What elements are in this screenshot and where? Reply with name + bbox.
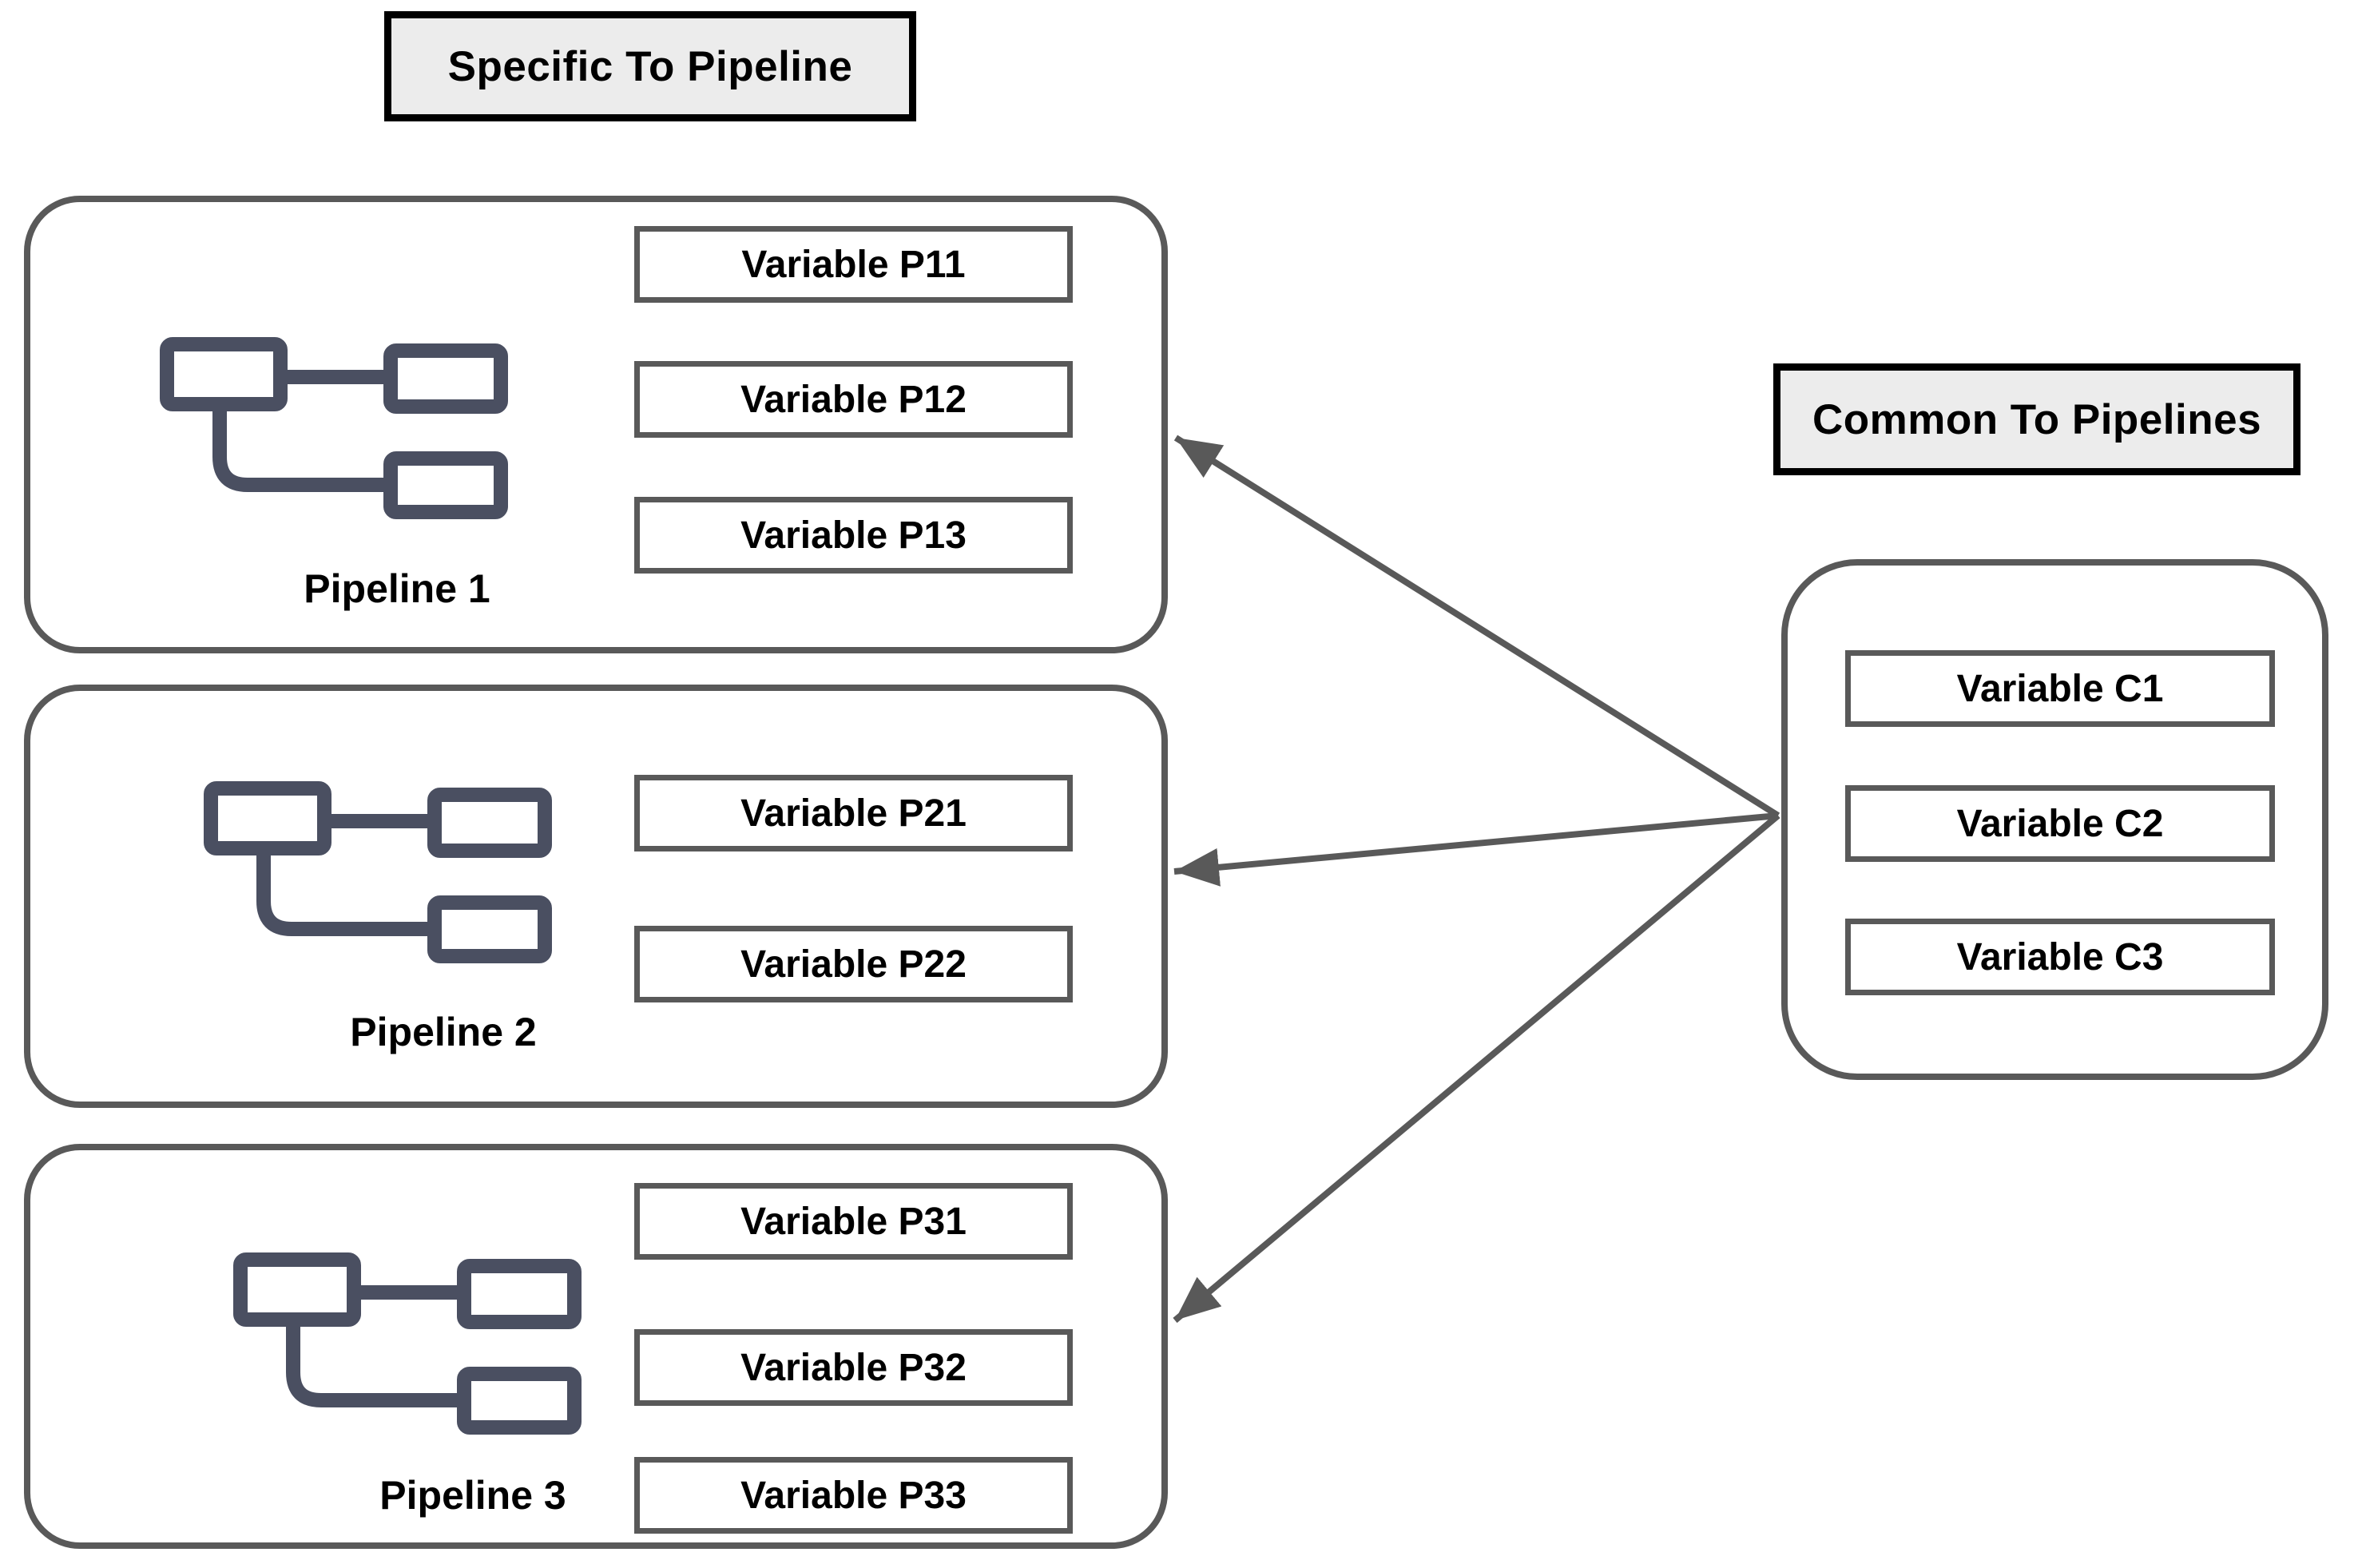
common-title-label: Common To Pipelines <box>1812 395 2262 443</box>
variable-p22-label: Variable P22 <box>740 943 967 986</box>
variable-p32-box: Variable P32 <box>634 1329 1073 1406</box>
variable-p11-label: Variable P11 <box>741 243 966 286</box>
variable-c2-label: Variable C2 <box>1956 802 2164 845</box>
arrow-common-to-pipeline-1 <box>1173 435 1780 819</box>
specific-title-label: Specific To Pipeline <box>447 42 853 90</box>
pipeline-1-label: Pipeline 1 <box>304 566 490 611</box>
variable-p31-box: Variable P31 <box>634 1183 1073 1260</box>
variable-p33-label: Variable P33 <box>740 1474 967 1517</box>
pipeline-2-box: Pipeline 2 Variable P21 Variable P22 <box>24 685 1168 1108</box>
variable-p22-box: Variable P22 <box>634 926 1073 1002</box>
variable-c1-box: Variable C1 <box>1845 650 2275 727</box>
sitemap-flow-icon <box>204 781 552 965</box>
pipeline-1-box: Pipeline 1 Variable P11 Variable P12 Var… <box>24 196 1168 653</box>
variable-p13-label: Variable P13 <box>740 514 967 557</box>
variable-c3-label: Variable C3 <box>1956 935 2164 979</box>
sitemap-flow-icon <box>233 1252 582 1436</box>
variable-p31-label: Variable P31 <box>740 1200 967 1243</box>
variable-p13-box: Variable P13 <box>634 497 1073 574</box>
variable-c3-box: Variable C3 <box>1845 919 2275 995</box>
variable-p12-label: Variable P12 <box>740 378 967 421</box>
variable-p21-box: Variable P21 <box>634 775 1073 851</box>
variable-p32-label: Variable P32 <box>740 1346 967 1389</box>
variable-p33-box: Variable P33 <box>634 1457 1073 1534</box>
variable-p12-box: Variable P12 <box>634 361 1073 438</box>
variable-c2-box: Variable C2 <box>1845 785 2275 862</box>
variable-c1-label: Variable C1 <box>1956 667 2164 710</box>
sitemap-flow-icon <box>160 337 508 521</box>
specific-to-pipeline-title: Specific To Pipeline <box>384 11 916 121</box>
pipeline-2-label: Pipeline 2 <box>350 1010 537 1054</box>
pipeline-3-label: Pipeline 3 <box>379 1473 566 1518</box>
variable-p21-label: Variable P21 <box>740 792 967 835</box>
arrow-common-to-pipeline-3 <box>1173 812 1780 1324</box>
pipeline-3-box: Pipeline 3 Variable P31 Variable P32 Var… <box>24 1144 1168 1549</box>
variable-p11-box: Variable P11 <box>634 226 1073 303</box>
common-to-pipelines-title: Common To Pipelines <box>1773 363 2300 475</box>
arrow-common-to-pipeline-2 <box>1173 812 1779 887</box>
common-variables-box: Variable C1 Variable C2 Variable C3 <box>1781 559 2328 1080</box>
